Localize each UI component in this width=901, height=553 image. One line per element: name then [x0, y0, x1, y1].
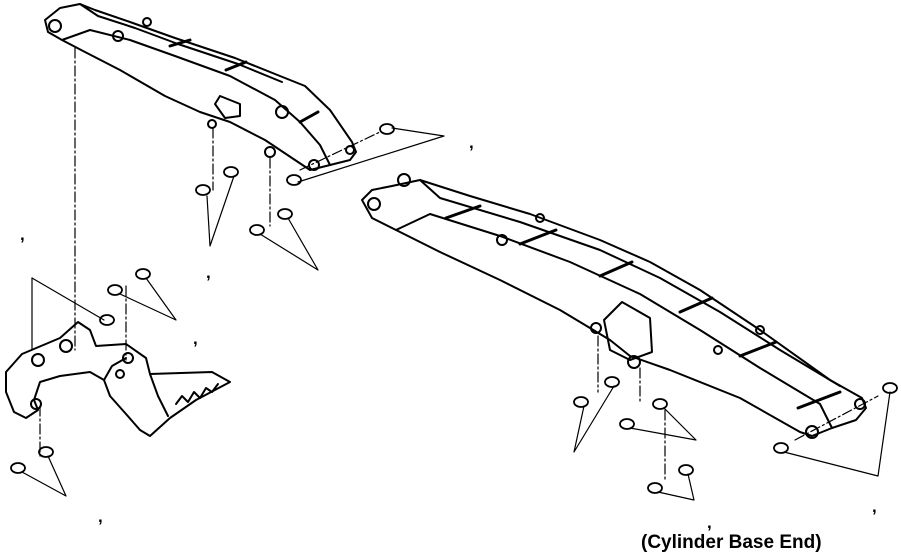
label-right-boom-end: , — [872, 497, 877, 516]
label-bucket-bottom-washers: , — [98, 507, 103, 526]
label-right-boom-bottom: , — [707, 513, 712, 532]
label-upper-boom-bottom-washers: , — [206, 263, 211, 282]
label-left-arm-pin: , — [20, 225, 25, 244]
label-bucket-link-pin: , — [193, 329, 198, 348]
alignment-lines — [39, 47, 879, 481]
washer-set — [10, 123, 898, 494]
label-upper-boom-washers: , — [469, 133, 474, 152]
right-boom-arm — [361, 173, 867, 439]
cylinder-base-end-caption: (Cylinder Base End) — [641, 532, 822, 553]
bucket-linkage — [5, 321, 231, 437]
upper-boom-arm — [44, 3, 357, 171]
leader-lines — [21, 127, 891, 501]
